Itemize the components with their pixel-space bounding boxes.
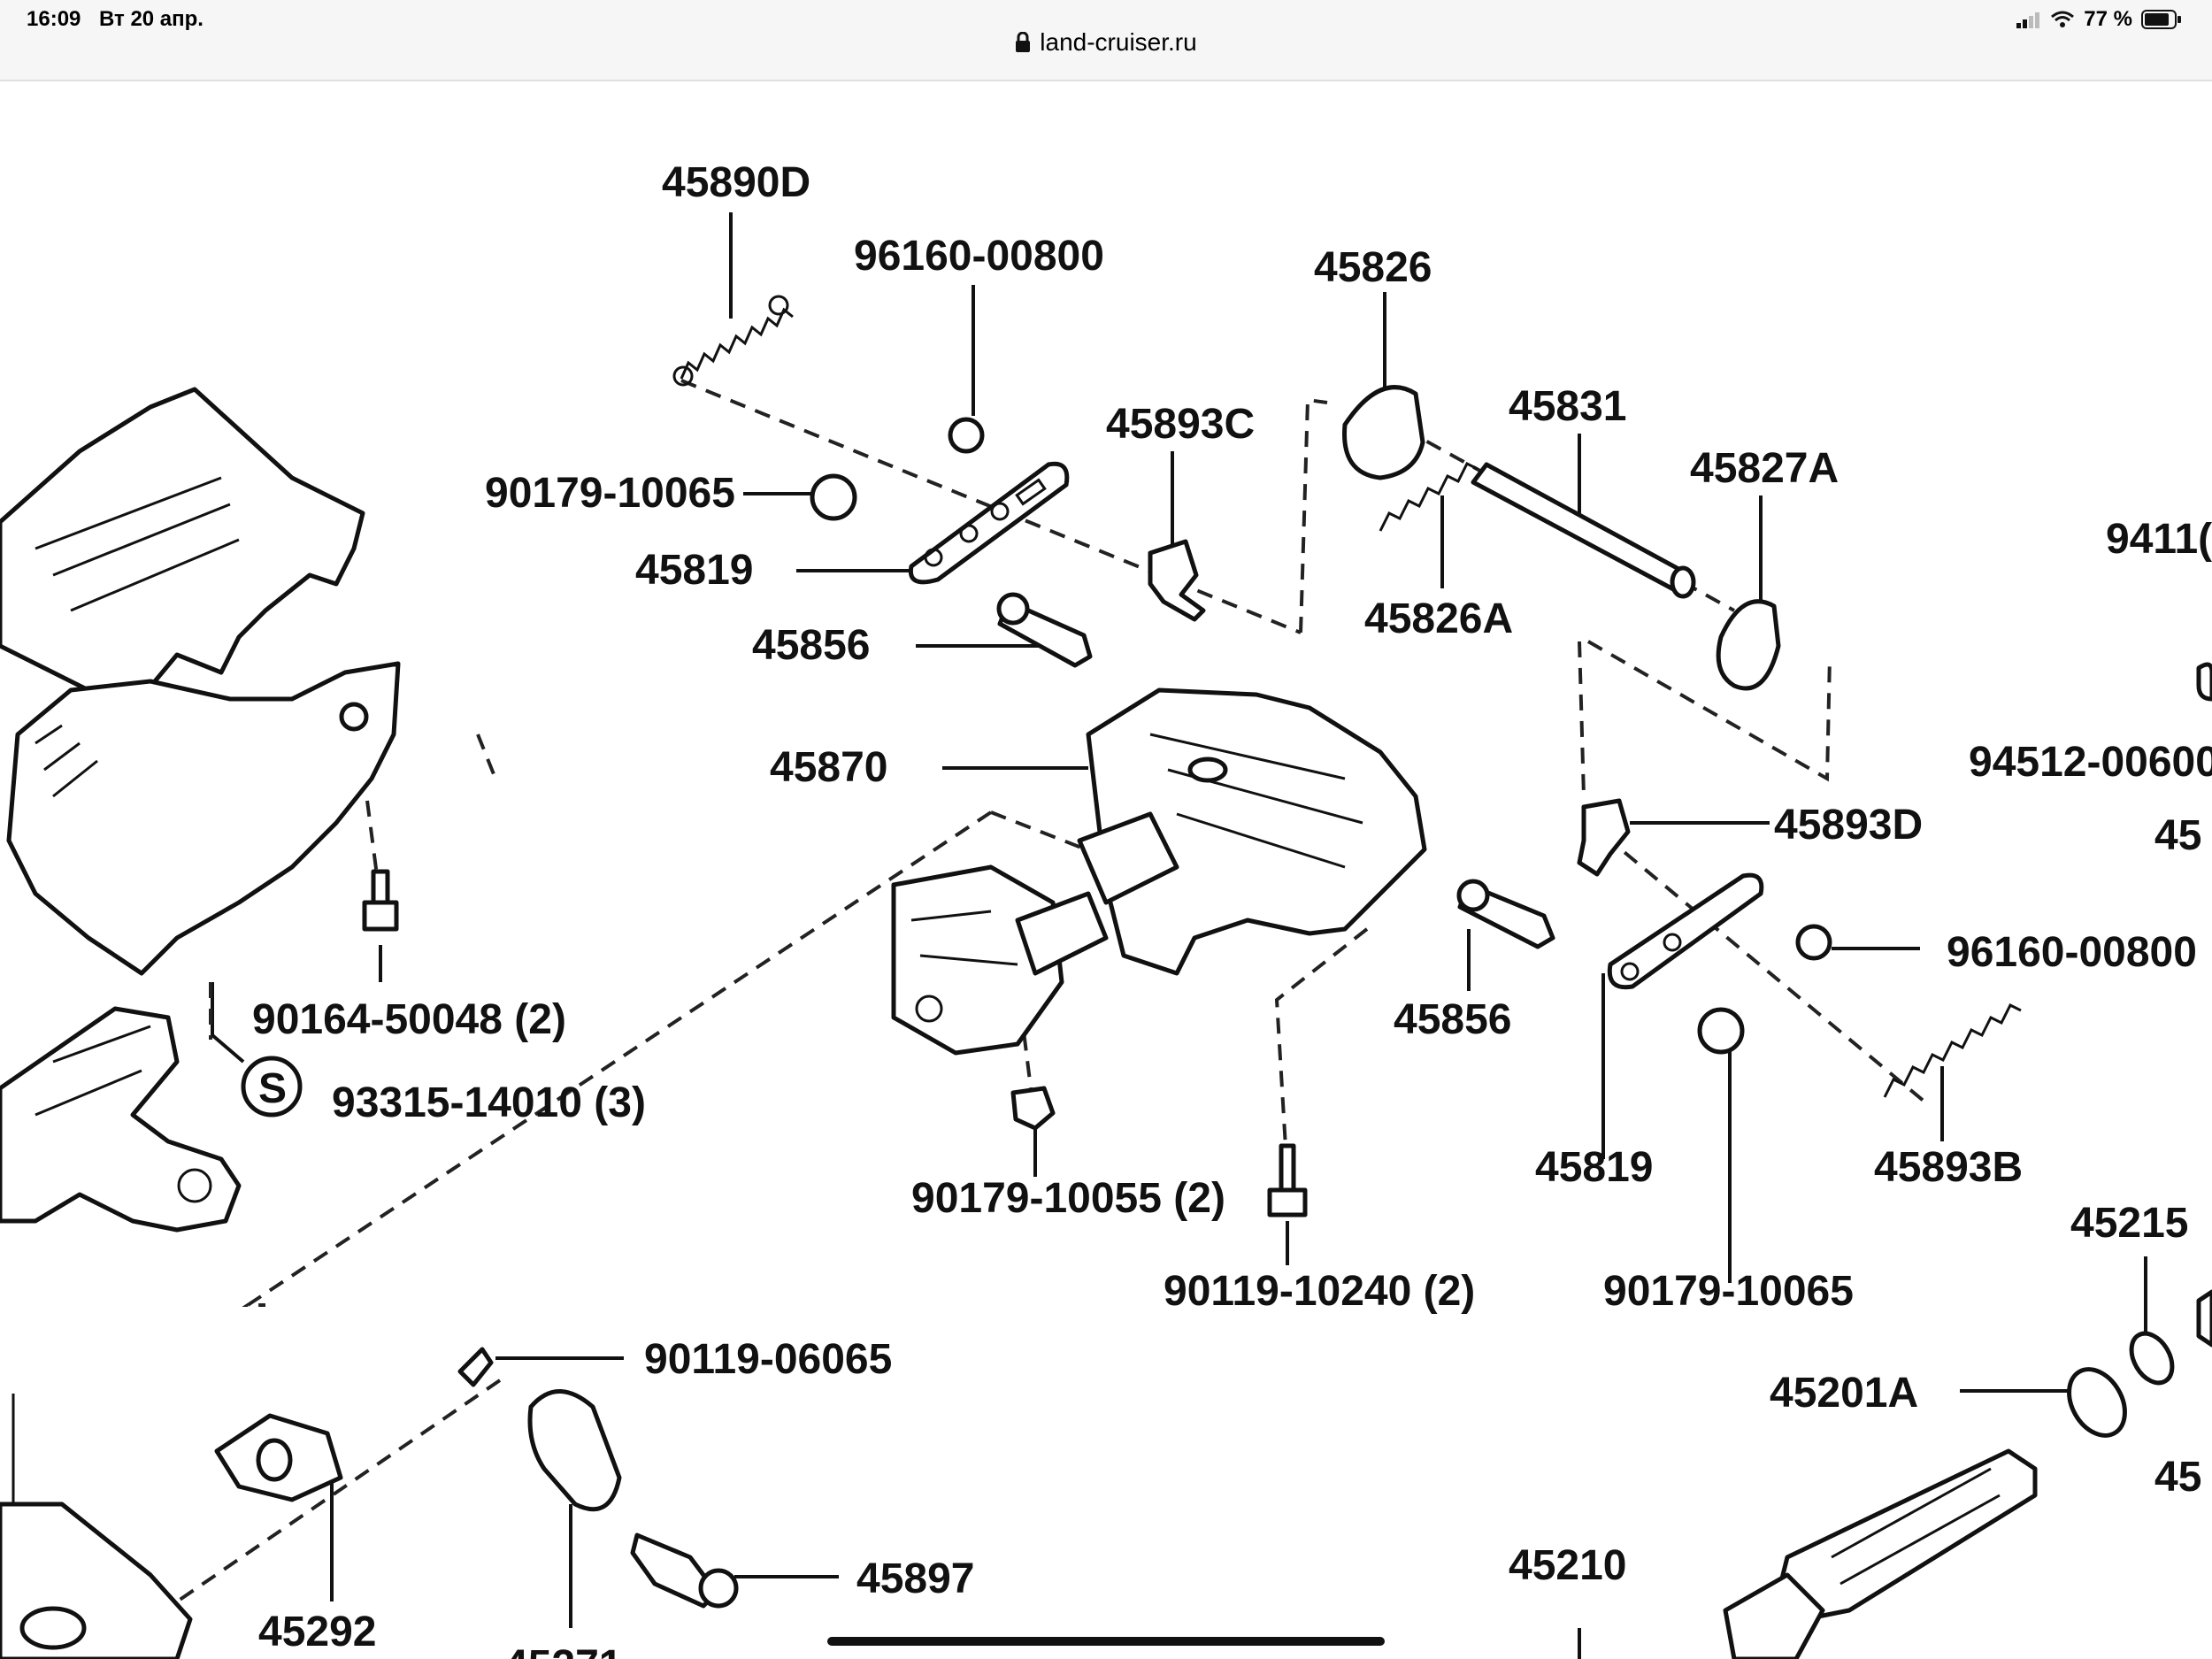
label-45826: 45826 xyxy=(1314,244,1432,291)
label-45893D: 45893D xyxy=(1774,802,1923,849)
label-45856-lower: 45856 xyxy=(1394,996,1511,1043)
label-45893B: 45893B xyxy=(1874,1144,2023,1191)
label-93315-14010: 93315-14010 (3) xyxy=(332,1079,646,1126)
url-text[interactable]: land-cruiser.ru xyxy=(1040,28,1197,56)
home-indicator[interactable] xyxy=(827,1637,1385,1646)
label-45819-upper: 45819 xyxy=(635,547,753,594)
battery-icon xyxy=(2141,10,2181,29)
nut-90179-lower-drawing xyxy=(1697,1007,1745,1055)
lower-parts-drawing xyxy=(0,662,2212,1659)
label-94512-00600: 94512-00600 xyxy=(1969,739,2212,786)
label-45215: 45215 xyxy=(2070,1200,2188,1247)
label-90119-06065: 90119-06065 xyxy=(644,1336,892,1383)
bracket-45826-drawing xyxy=(1342,385,1425,480)
battery-percentage: 77 % xyxy=(2084,7,2132,31)
label-45831: 45831 xyxy=(1509,383,1626,430)
shaft-45831-drawing xyxy=(1471,462,1696,599)
label-90119-10240: 90119-10240 (2) xyxy=(1164,1268,1475,1315)
label-90164-50048: 90164-50048 (2) xyxy=(252,996,566,1043)
label-s-symbol: S xyxy=(258,1065,287,1112)
label-45210: 45210 xyxy=(1509,1542,1626,1589)
support-beam-drawing xyxy=(0,1006,242,1233)
plate-45819-lower-drawing xyxy=(1607,872,1764,990)
address-bar[interactable]: land-cruiser.ru xyxy=(0,28,2212,57)
lock-icon xyxy=(1016,32,1031,52)
label-45897: 45897 xyxy=(856,1555,974,1602)
column-cover-drawing xyxy=(0,387,401,976)
label-45819-lower: 45819 xyxy=(1535,1144,1653,1191)
status-indicators: 77 % xyxy=(2016,7,2182,32)
s-symbol-circle xyxy=(241,1056,303,1118)
label-45292: 45292 xyxy=(258,1609,376,1655)
label-45870: 45870 xyxy=(770,744,887,791)
label-45893C: 45893C xyxy=(1106,401,1255,448)
label-90179-10065-upper: 90179-10065 xyxy=(485,470,735,517)
part-labels: 45890D 96160-00800 45826 45831 45893C 45… xyxy=(252,159,2212,1659)
nut-90179-drawing xyxy=(810,473,857,521)
label-90179-10055: 90179-10055 (2) xyxy=(911,1175,1225,1222)
plate-45819-upper-drawing xyxy=(908,461,1070,585)
label-45-edge-upper: 45 xyxy=(2154,812,2201,859)
spring-45826A-drawing xyxy=(1379,461,1479,532)
label-45856-upper: 45856 xyxy=(752,622,870,669)
bolt-90164-drawing xyxy=(362,869,399,932)
label-45201A: 45201A xyxy=(1770,1370,1918,1417)
label-45827A: 45827A xyxy=(1690,445,1839,492)
browser-status-bar: 16:09 Вт 20 апр. 77 % land-cruiser.ru xyxy=(0,0,2212,81)
label-90179-10065-lower: 90179-10065 xyxy=(1603,1268,1854,1315)
status-time: 16:09 xyxy=(27,7,81,31)
label-96160-00800-lower: 96160-00800 xyxy=(1947,929,2197,976)
label-45890D: 45890D xyxy=(662,159,810,206)
wifi-icon xyxy=(2051,11,2075,27)
bracket-45827A-drawing xyxy=(1716,599,1781,691)
lever-45893D-drawing xyxy=(1577,798,1631,877)
washer-96160-lower-drawing xyxy=(1795,924,1832,961)
spring-45890D-drawing xyxy=(672,295,794,387)
pin-45856-upper-drawing xyxy=(996,592,1093,668)
spring-45893B-drawing xyxy=(1883,1002,2022,1098)
lever-45893C-drawing xyxy=(1148,539,1206,622)
column-bracket-45870-drawing xyxy=(891,687,1427,1056)
parts-diagram: 45890D 96160-00800 45826 45831 45893C 45… xyxy=(0,159,2212,1659)
label-9411-partial: 9411( xyxy=(2106,516,2212,563)
status-date: Вт 20 апр. xyxy=(99,7,204,31)
washer-96160-drawing xyxy=(948,417,985,454)
cellular-signal-icon xyxy=(2016,12,2040,28)
leader-lines xyxy=(211,212,2147,1659)
label-45-edge-lower: 45 xyxy=(2154,1454,2201,1501)
bolt-90119-10240-drawing xyxy=(1267,1143,1308,1217)
pin-45856-lower-drawing xyxy=(1456,879,1555,949)
label-96160-00800-upper: 96160-00800 xyxy=(854,233,1104,280)
label-45271: 45271 xyxy=(504,1642,622,1659)
nut-90179-10055-drawing xyxy=(1010,1086,1056,1131)
label-45826A: 45826A xyxy=(1364,595,1513,642)
